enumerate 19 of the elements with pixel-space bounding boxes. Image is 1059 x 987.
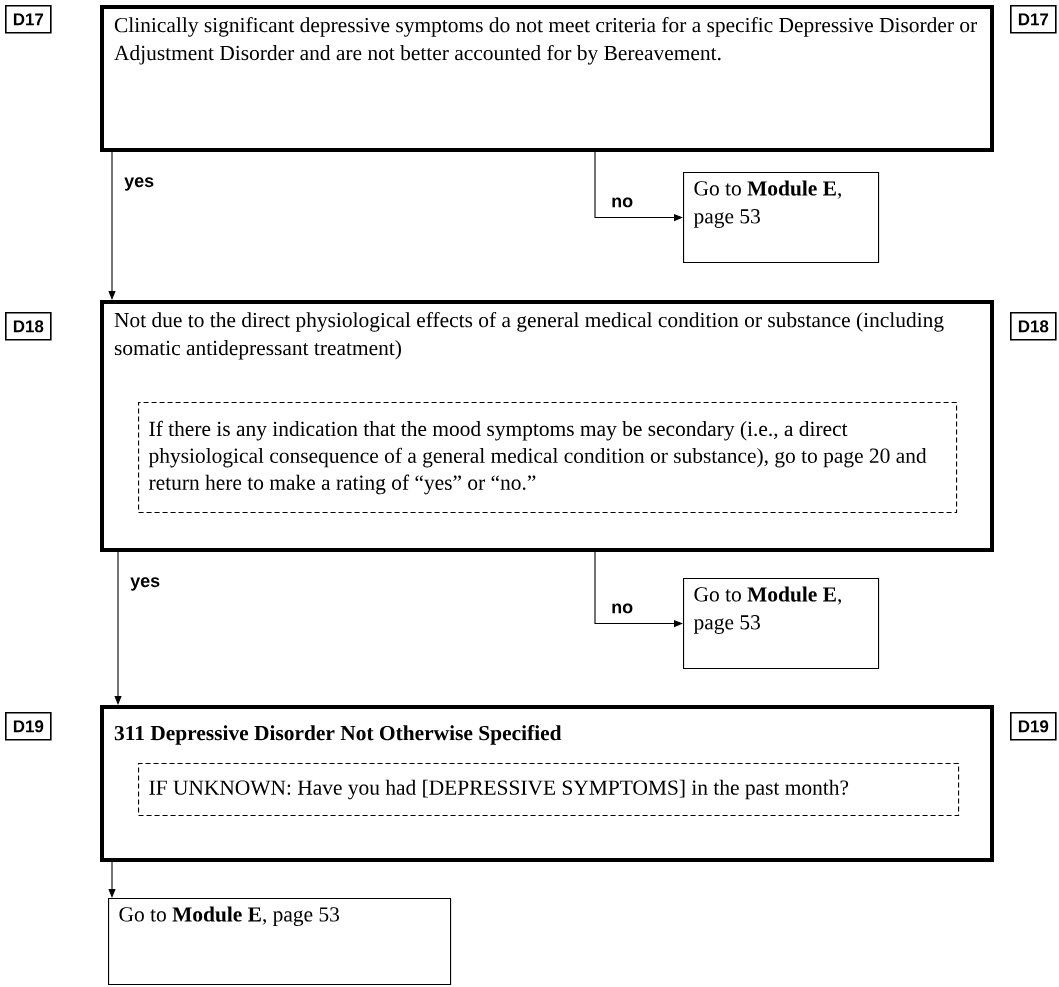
arrow: [108, 861, 116, 898]
note-box: IF UNKNOWN: Have you had [DEPRESSIVE SYMPTOMS] in the past month?: [138, 763, 960, 817]
item-tag: D17: [1010, 5, 1057, 34]
arrow: [108, 151, 116, 300]
note-box: If there is any indication that the mood symptoms may be secondary (i.e., a direct physiological consequence of a general medical condition or substance), go to page 20 and return here to make a rating of “yes” or “no.”: [138, 402, 958, 514]
item-tag: D18: [5, 312, 52, 341]
instruction-box: Go to Module E, page 53: [108, 898, 452, 986]
item-tag: D17: [5, 5, 52, 34]
item-tag: D19: [5, 712, 52, 741]
arrow: [114, 551, 122, 705]
edge-label: yes: [122, 175, 157, 193]
edge-label: no: [609, 195, 636, 210]
instruction-box: Go to Module E, page 53: [683, 578, 880, 670]
instruction-box: Go to Module E, page 53: [683, 172, 880, 264]
edge-label: yes: [128, 575, 163, 593]
edge-label: no: [609, 601, 636, 616]
item-tag: D19: [1010, 712, 1057, 741]
item-tag: D18: [1010, 312, 1057, 341]
criterion-box: Clinically significant depressive symptoms do not meet criteria for a specific Depressive Disorder or Adjustment Disorder and are not better accounted for by Bereavement.: [100, 5, 994, 152]
